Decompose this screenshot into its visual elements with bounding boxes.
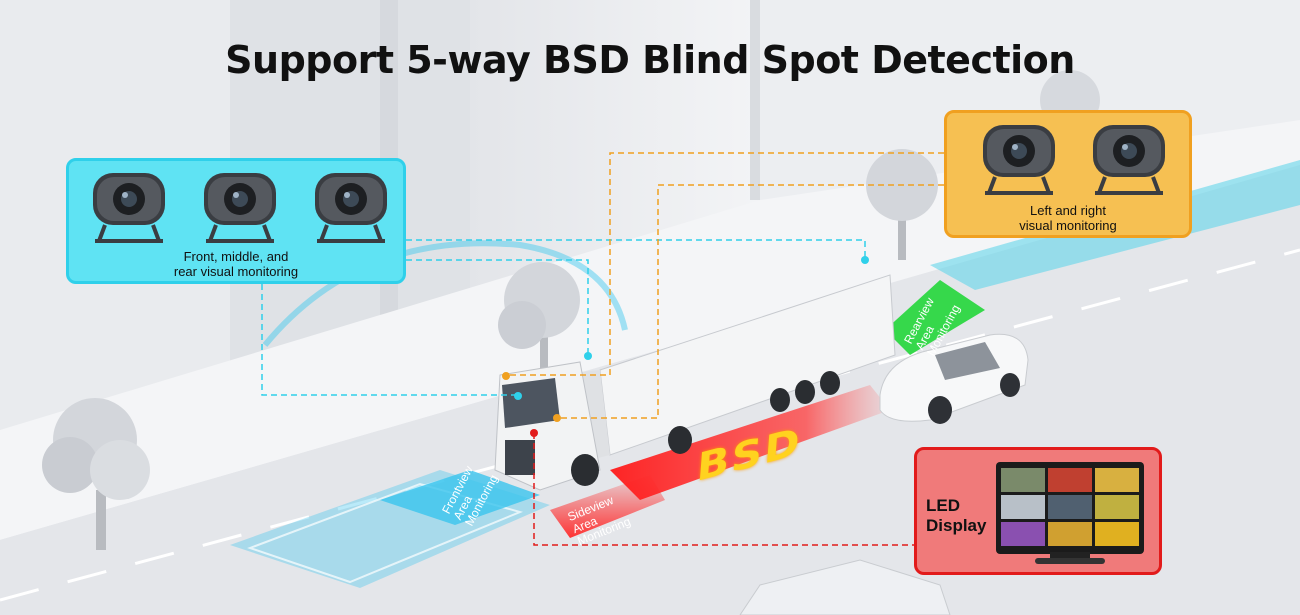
camera-point bbox=[514, 256, 869, 400]
label-line: Display bbox=[926, 516, 987, 535]
monitor-tile bbox=[1095, 495, 1139, 519]
camera-point bbox=[502, 372, 561, 422]
car bbox=[879, 333, 1029, 424]
monitor-tile bbox=[1095, 468, 1139, 492]
camera-icon bbox=[311, 169, 391, 245]
front-camera-panel: Front, middle, and rear visual monitorin… bbox=[66, 158, 406, 284]
led-display-label: LED Display bbox=[926, 496, 986, 536]
frontview-zone bbox=[380, 470, 540, 525]
camera-icon bbox=[979, 121, 1059, 197]
coverage-arc bbox=[262, 240, 628, 347]
side-camera-links bbox=[506, 152, 944, 419]
camera-icon bbox=[1089, 121, 1169, 197]
car bbox=[739, 559, 951, 615]
label-line: LED bbox=[926, 496, 960, 515]
monitor-tile bbox=[1048, 522, 1092, 546]
monitor-tile bbox=[1001, 522, 1045, 546]
truck bbox=[494, 274, 896, 491]
monitor-tile bbox=[1048, 468, 1092, 492]
led-monitor bbox=[996, 462, 1144, 554]
caption-line: Front, middle, and bbox=[183, 249, 289, 264]
tree bbox=[42, 398, 150, 550]
camera-icon bbox=[200, 169, 280, 245]
caption-line: rear visual monitoring bbox=[173, 264, 299, 279]
monitor-tile bbox=[1001, 495, 1045, 519]
page-title: Support 5-way BSD Blind Spot Detection bbox=[225, 38, 1075, 82]
tree bbox=[498, 262, 580, 370]
rearview-zone bbox=[885, 280, 985, 355]
monitor-tile bbox=[1095, 522, 1139, 546]
front-camera-caption: Front, middle, and rear visual monitorin… bbox=[69, 249, 403, 279]
bsd-zone bbox=[610, 385, 890, 500]
monitor-tile bbox=[1048, 495, 1092, 519]
display-link bbox=[533, 433, 914, 546]
monitor-tile bbox=[1001, 468, 1045, 492]
caption-line: Left and right bbox=[1030, 203, 1106, 218]
camera-icon bbox=[89, 169, 169, 245]
caption-line: visual monitoring bbox=[1019, 218, 1117, 233]
camera-point bbox=[530, 429, 538, 437]
side-camera-caption: Left and right visual monitoring bbox=[947, 203, 1189, 233]
front-camera-links bbox=[261, 239, 866, 396]
monitor-stand bbox=[1035, 552, 1105, 564]
side-camera-panel: Left and right visual monitoring bbox=[944, 110, 1192, 238]
